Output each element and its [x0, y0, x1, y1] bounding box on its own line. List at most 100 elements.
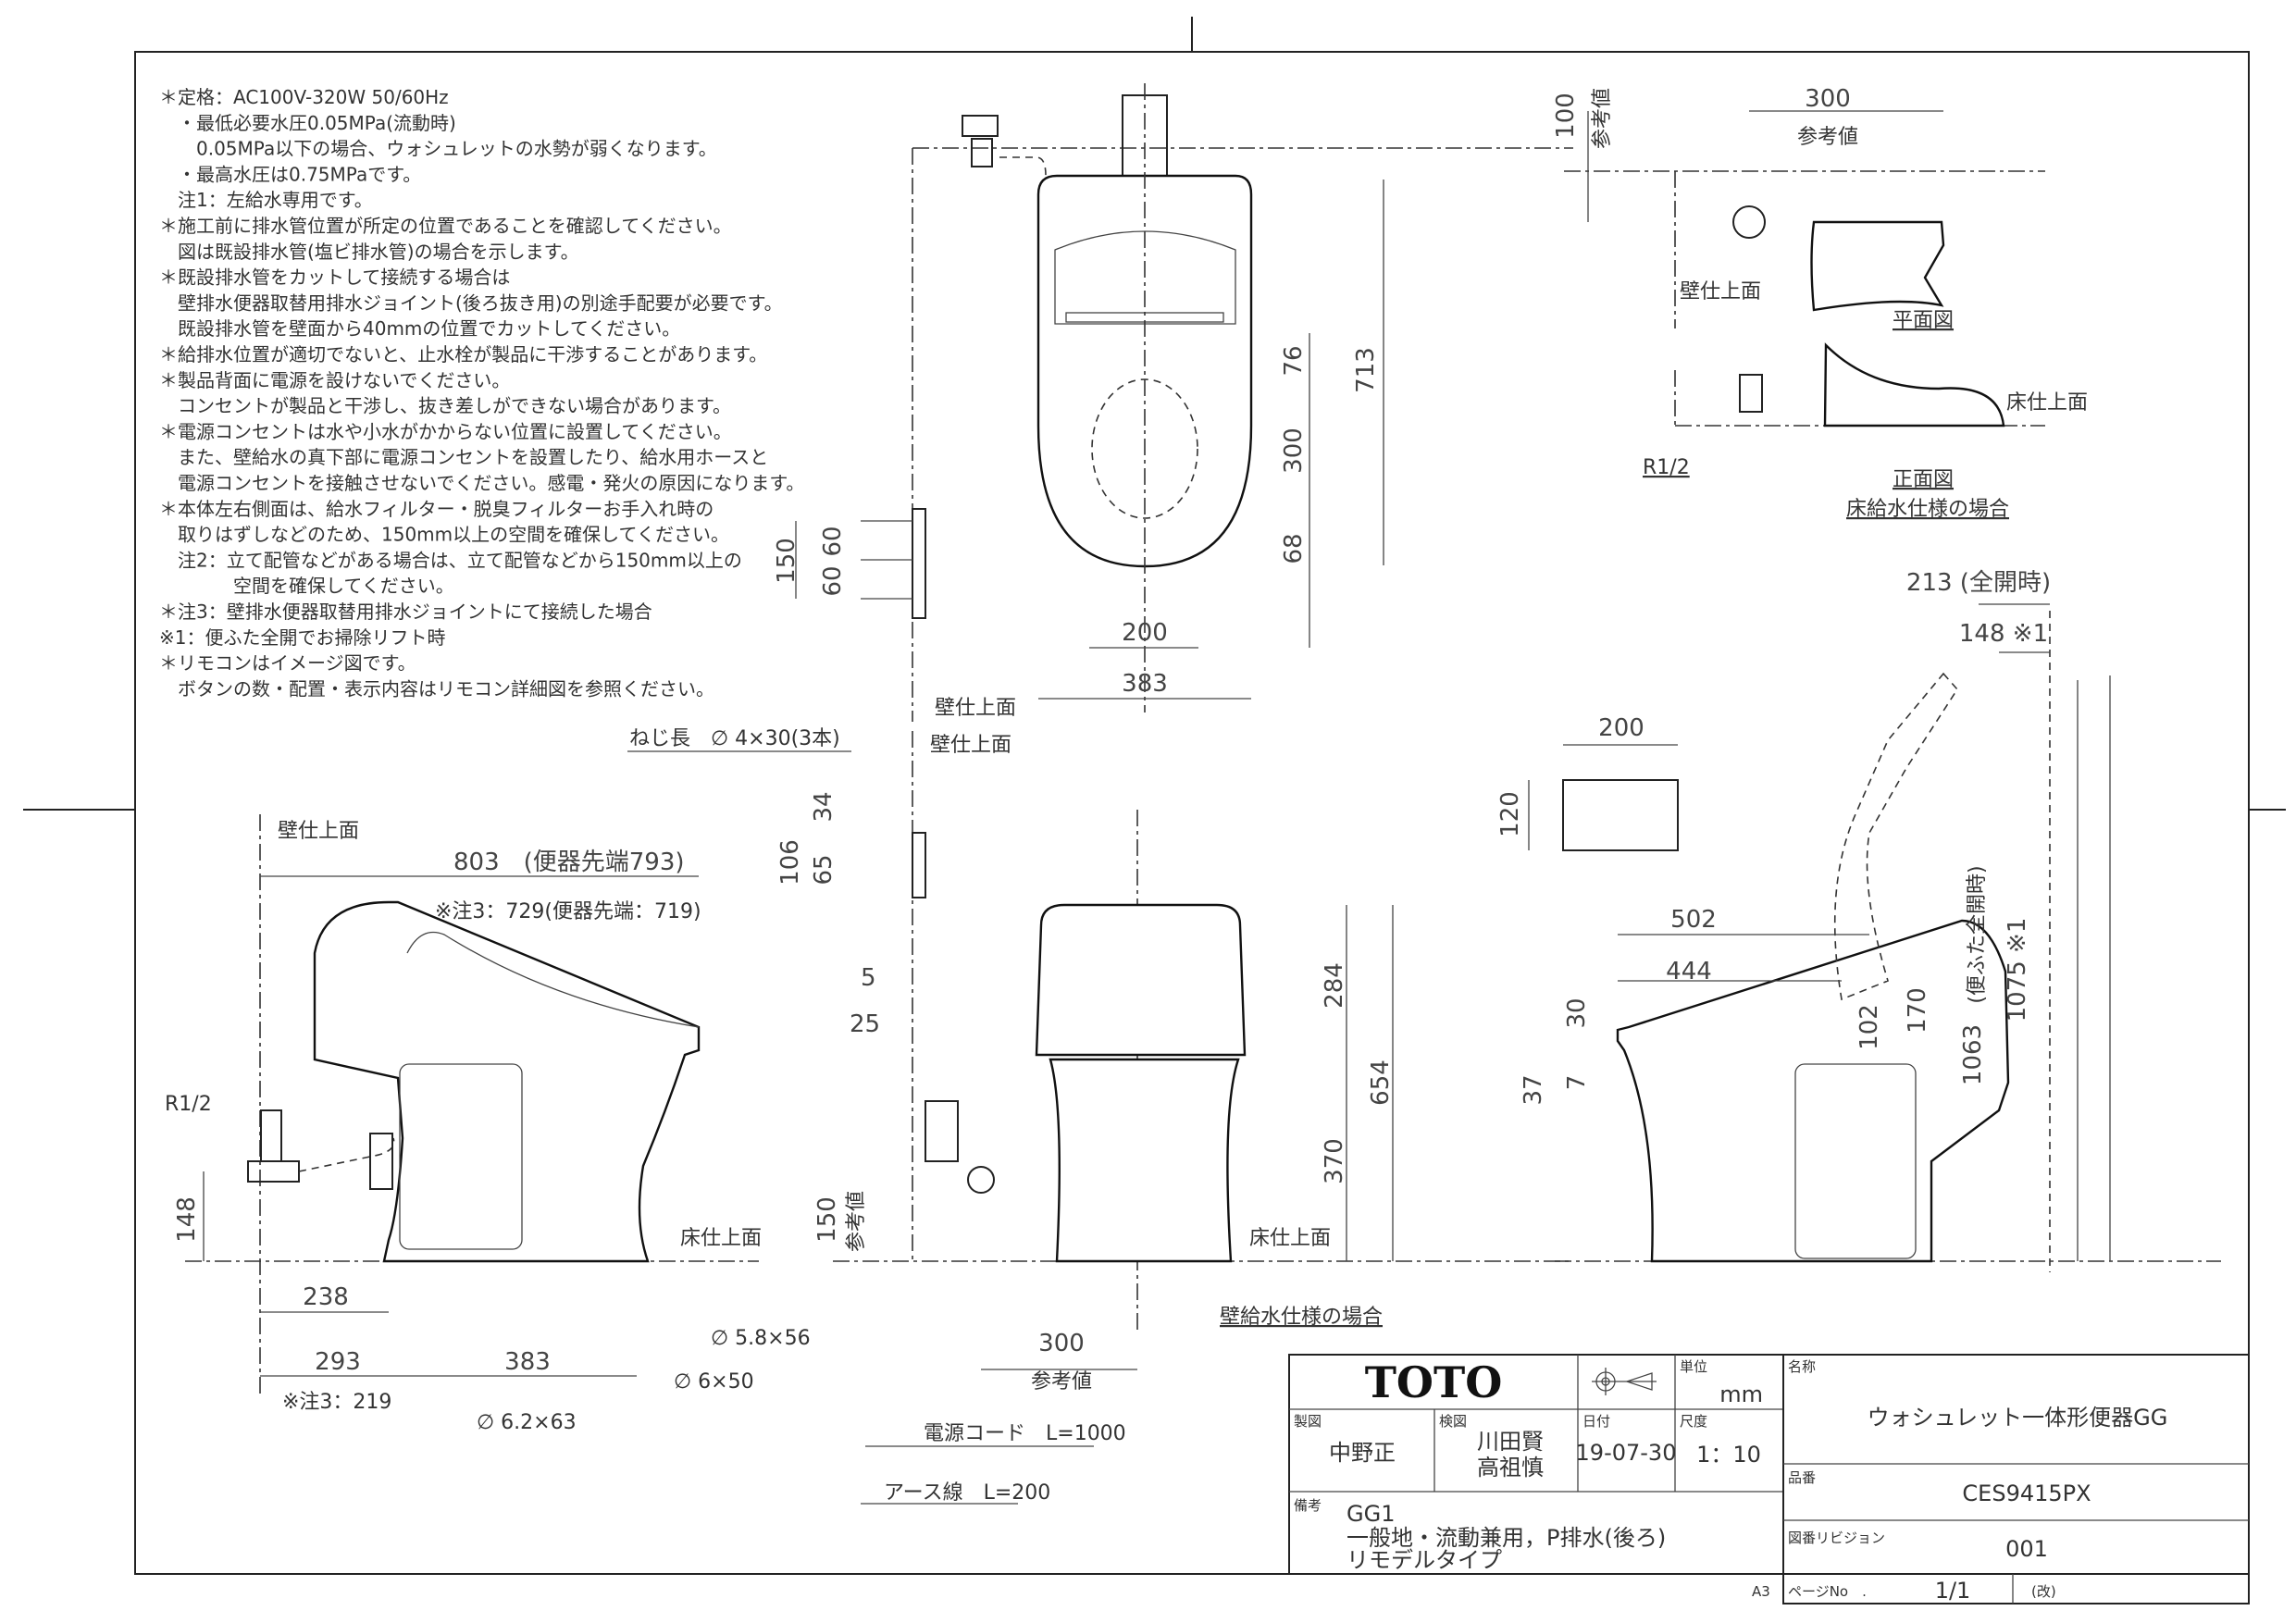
dim-1063: 1063 — [1959, 1024, 1987, 1085]
note-line: また、壁給水の真下部に電源コンセントを設置したり、給水用ホースと — [159, 446, 768, 468]
date-label: 日付 — [1582, 1413, 1610, 1430]
dim-7: 7 — [1563, 1075, 1591, 1091]
note-line: 0.05MPa以下の場合、ウォシュレットの水勢が弱くなります。 — [159, 138, 717, 160]
wall-supply-caption: 壁給水仕様の場合 — [1220, 1306, 1383, 1329]
front-view-caption: 正面図 — [1893, 468, 1954, 491]
note-line: 既設排水管を壁面から40mmの位置でカットしてください。 — [159, 317, 680, 340]
reference-value-v: 参考値 — [845, 1191, 868, 1252]
r1-2-label: R1/2 — [165, 1093, 212, 1116]
floor-supply-caption: 床給水仕様の場合 — [1846, 498, 2009, 521]
screw-note: ねじ長 ∅ 4×30(3本) — [629, 727, 840, 750]
note-line: ・最低必要水圧0.05MPa(流動時) — [159, 112, 456, 134]
note-line: ＊既設排水管をカットして接続する場合は — [159, 266, 510, 289]
note-line: ※1：便ふた全開でお掃除リフト時 — [159, 626, 445, 649]
dim-383: 383 — [1122, 670, 1168, 698]
reference-value-100: 参考値 — [1591, 88, 1614, 149]
side-panel-right — [1794, 1063, 1917, 1259]
floor-finish-label-front: 床仕上面 — [1249, 1227, 1331, 1250]
floor-valve-plan — [1732, 205, 1766, 239]
note-line: 注1：左給水専用です。 — [159, 189, 373, 211]
dim-300: 300 — [1280, 427, 1308, 474]
stop-valve-front — [967, 1166, 995, 1194]
unit-value: mm — [1719, 1381, 1763, 1407]
lid-open-note: (便ふた全開時) — [1966, 865, 1989, 1003]
plan-figure-outline — [1810, 220, 1945, 312]
remote-plate-front — [912, 832, 926, 898]
side-view-right: 213 (全開時) 148 ※1 200 120 502 444 30 37 7… — [1496, 569, 2221, 1272]
bowl-front — [1049, 1058, 1240, 1263]
name-label: 名称 — [1788, 1358, 1816, 1375]
dim-5: 5 — [861, 964, 876, 992]
dim-60-lower: 60 — [819, 565, 847, 596]
dim-713: 713 — [1352, 347, 1380, 393]
note-line: ＊本体左右側面は、給水フィルター・脱臭フィルターお手入れ時の — [159, 498, 714, 520]
dim-170: 170 — [1904, 987, 1931, 1034]
dim-148: 148 — [173, 1196, 201, 1243]
remote-height-120: 120 — [1496, 791, 1524, 837]
anchor-6-2x63: ∅ 6.2×63 — [477, 1411, 577, 1434]
note-line: 注2：立て配管などがある場合は、立て配管などから150mm以上の — [159, 549, 742, 571]
plan-view: 76 300 68 713 200 383 150 60 60 ねじ長 ∅ 4×… — [627, 83, 1573, 752]
lid-open-outline — [1833, 672, 1959, 1001]
dim-803: 803 (便器先端793) — [453, 849, 685, 876]
note-line: 電源コンセントを接触させないでください。感電・発火の原因になります。 — [159, 472, 804, 494]
dim-30: 30 — [1563, 997, 1591, 1028]
dim-76: 76 — [1280, 345, 1308, 376]
remarks-label: 備考 — [1294, 1497, 1322, 1514]
supply-valve-top — [962, 115, 1047, 177]
remote-outline — [1562, 779, 1679, 851]
note-line: ＊電源コンセントは水や小水がかからない位置に設置してください。 — [159, 420, 732, 442]
unit-label: 単位 — [1680, 1358, 1707, 1375]
front-figure-outline — [1823, 342, 2005, 427]
remarks-line-2: 一般地・流動兼用，P排水(後ろ) — [1347, 1525, 1666, 1551]
revision-value: 001 — [2005, 1536, 2048, 1562]
dim-300-front: 300 — [1038, 1330, 1085, 1357]
note-line: ＊製品背面に電源を設けないでください。 — [159, 369, 510, 391]
toto-logo: TOTO — [1365, 1357, 1503, 1407]
note-line: ＊定格：AC100V-320W 50/60Hz — [159, 86, 449, 108]
dim-370: 370 — [1321, 1138, 1348, 1184]
revision-mark: (改) — [2031, 1583, 2056, 1600]
supply-valve-side — [247, 1109, 395, 1190]
seat-unit-front — [1035, 903, 1247, 1057]
note-line: ＊給排水位置が適切でないと、止水栓が製品に干渉することがあります。 — [159, 343, 767, 365]
dim-300-floor: 300 — [1805, 85, 1851, 113]
floor-finish-label-floor: 床仕上面 — [2006, 391, 2088, 415]
r1-2-label-floor: R1/2 — [1643, 456, 1690, 479]
note-line: ＊施工前に排水管位置が所定の位置であることを確認してください。 — [159, 215, 732, 237]
dim-219-note: ※注3：219 — [282, 1391, 391, 1414]
page-number: 1/1 — [1935, 1578, 1971, 1604]
dim-150-front: 150 — [813, 1196, 841, 1243]
checked-by-1: 川田賢 — [1477, 1429, 1544, 1455]
drawn-label: 製図 — [1294, 1413, 1322, 1430]
power-cord-label: 電源コード L=1000 — [924, 1422, 1126, 1445]
front-view: 壁仕上面 34 106 65 5 25 150 参考値 284 370 654 … — [776, 731, 1573, 1505]
dim-502: 502 — [1670, 906, 1717, 934]
part-number: CES9415PX — [1962, 1481, 2091, 1506]
dim-100: 100 — [1552, 93, 1580, 139]
dim-106: 106 — [776, 839, 804, 886]
dim-148-lift: 148 ※1 — [1959, 620, 2048, 648]
title-block: TOTO 単位 mm 名称 ウォシュレット一体形便器GG 製図 中野正 検図 川… — [1288, 1354, 2250, 1604]
floor-finish-label: 床仕上面 — [680, 1227, 762, 1250]
revision-label: 図番リビジョン — [1788, 1530, 1885, 1546]
note-line: 図は既設排水管(塩ビ排水管)の場合を示します。 — [159, 241, 579, 263]
side-view-left: 壁仕上面 803 (便器先端793) ※注3：729(便器先端：719) R1/… — [165, 814, 811, 1434]
dim-383: 383 — [504, 1348, 551, 1376]
dim-213: 213 (全開時) — [1906, 569, 2051, 597]
wall-finish-label: 壁仕上面 — [278, 820, 359, 843]
toilet-side-outline — [313, 900, 701, 1263]
drawn-by: 中野正 — [1329, 1440, 1396, 1466]
dim-34: 34 — [810, 791, 838, 822]
wall-finish-label-front: 壁仕上面 — [930, 734, 1011, 757]
note-line: ＊注3：壁排水便器取替用排水ジョイントにて接続した場合 — [159, 601, 652, 623]
part-label: 品番 — [1788, 1469, 1816, 1486]
scale-value: 1：10 — [1696, 1442, 1761, 1468]
dim-1075: 1075 ※1 — [2004, 918, 2031, 1022]
note-line: 壁排水便器取替用排水ジョイント(後ろ抜き用)の別途手配要が必要です。 — [159, 291, 783, 314]
dim-60-upper: 60 — [819, 526, 847, 556]
checked-by-2: 高祖慎 — [1477, 1455, 1544, 1481]
dim-200: 200 — [1122, 619, 1168, 647]
floor-supply-views: 100 参考値 300 参考値 壁仕上面 平面図 床仕上面 R1/2 正面図 床… — [1552, 85, 2088, 521]
note-line: ＊リモコンはイメージ図です。 — [159, 652, 416, 675]
